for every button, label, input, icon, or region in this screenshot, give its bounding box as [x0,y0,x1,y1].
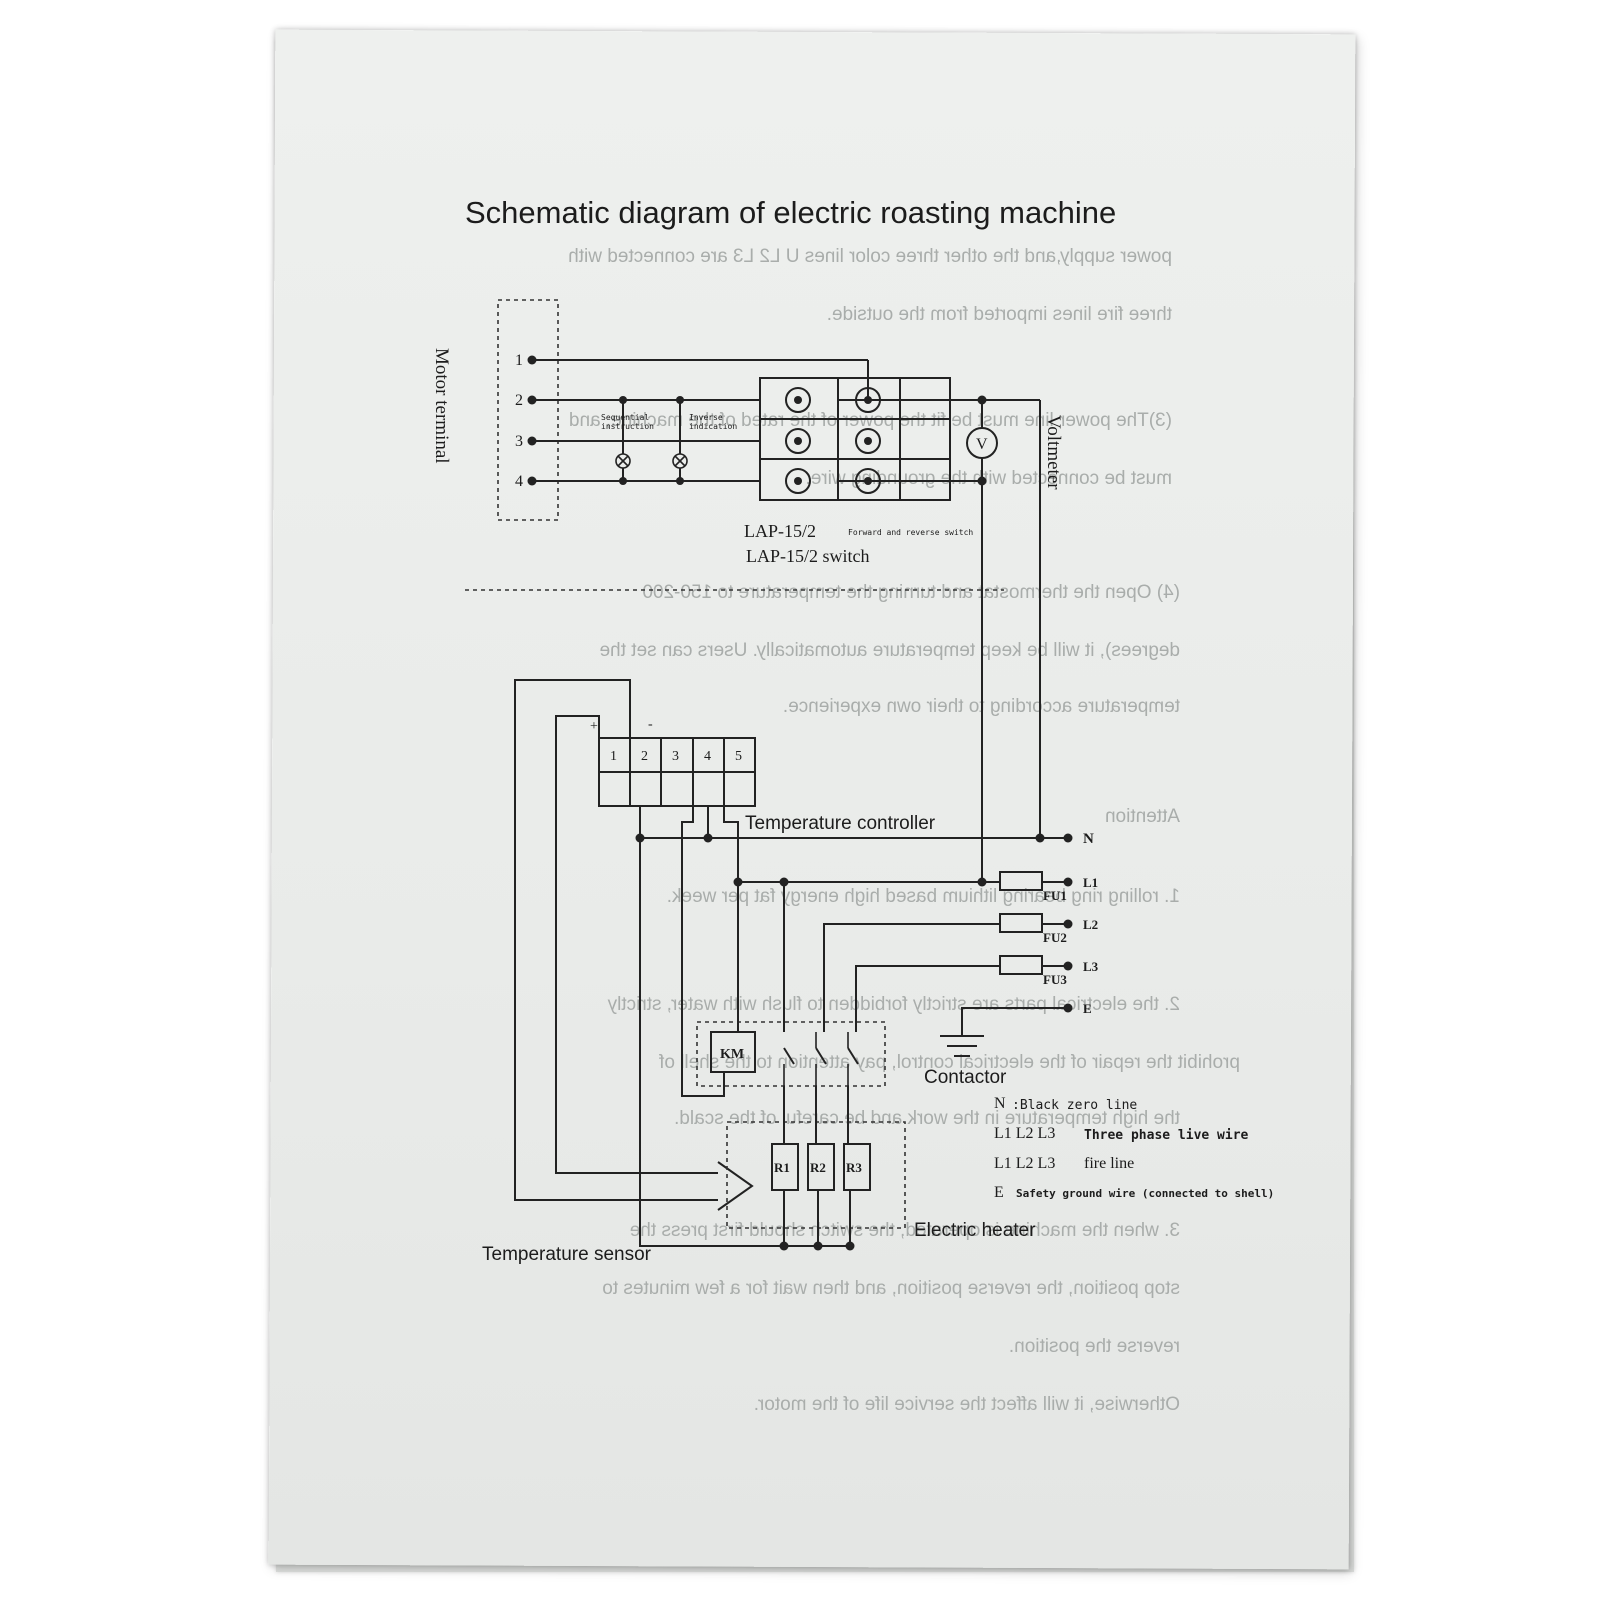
contactor-switch-icon [783,1032,859,1086]
ghost-line: 2. the electrical parts are strictly for… [607,994,1180,1015]
line-label-l2: L2 [1083,917,1098,932]
temperature-controller-label: Temperature controller [745,813,936,834]
legend-e-prefix: E [994,1184,1004,1201]
ghost-line: the high temperature in the work and be … [674,1108,1180,1129]
temperature-sensor-icon [717,1161,754,1211]
switch-contact-icon [855,428,881,454]
controller-terminal-number: 4 [704,749,711,764]
heater-r3-icon [843,1143,871,1191]
km-label: KM [720,1047,744,1062]
sequential-label-line: instruction [601,422,654,431]
line-label-e: E [1083,1001,1092,1016]
switch-label: LAP-15/2 switch [746,546,870,566]
ground-icon [940,1035,984,1057]
ghost-line: reverse the position. [1009,1336,1180,1357]
km-coil [710,1031,756,1073]
legend-n-prefix: N [994,1095,1006,1112]
fuse-label: FU1 [1043,888,1067,903]
legend-l-prefix: L1 L2 L3 [994,1125,1055,1142]
motor-terminal-number: 3 [515,433,523,450]
page-title: Schematic diagram of electric roasting m… [465,195,1116,230]
heater-r2-icon [807,1143,835,1191]
legend-fire-line-text: fire line [1084,1155,1134,1172]
legend-l-prefix: L1 L2 L3 [994,1155,1055,1172]
fuse-label: FU2 [1043,930,1067,945]
ghost-line: stop position, the reverse position, and… [602,1278,1180,1299]
legend-l-text: Three phase live wire [1084,1128,1249,1143]
reverse-label-line: Inverse [689,413,723,422]
heater-label: R2 [810,1160,826,1175]
ghost-line: must be connected with the grounding wir… [806,468,1173,489]
fuse-fu2-icon [999,913,1043,933]
ghost-line: (3)The power line must be fit the power … [569,410,1172,431]
voltmeter-symbol: V [976,436,988,453]
sequential-lamp-icon [615,453,631,469]
ghost-line: three fire lines imported from the outsi… [827,304,1172,325]
ghost-line: degrees), it will be keep temperature au… [600,640,1180,661]
ghost-line: Otherwise, it will affect the service li… [754,1394,1180,1415]
line-label-l3: L3 [1083,959,1099,974]
motor-terminal-number: 1 [515,352,523,369]
minus-sign: - [648,717,653,732]
switch-contact-icon [785,468,811,494]
motor-section: Motor terminal 1 2 3 4 [431,299,1064,882]
fuse-label: FU3 [1043,972,1067,987]
show-through-text: power supply,and the other three color l… [568,246,1240,1415]
reverse-lamp-icon [672,453,688,469]
controller-terminal-number: 1 [610,749,617,764]
sequential-label-line: Sequential [601,413,649,422]
ghost-line: power supply,and the other three color l… [568,246,1172,267]
line-label-l1: L1 [1083,875,1098,890]
motor-terminal-box [497,299,559,521]
electric-heater-label: Electric heater [914,1220,1036,1241]
temperature-sensor-label: Temperature sensor [482,1244,652,1265]
switch-contact-icon [785,428,811,454]
reverse-indication-label: Inverse indication [689,413,737,431]
voltmeter-icon: V [966,427,998,459]
fuse-fu3-icon [999,955,1043,975]
lap-switch-block [759,377,951,501]
motor-terminal-number: 2 [515,392,523,409]
ghost-line: 1. rolling ring bearing lithium based hi… [667,886,1180,907]
ghost-line: (4) Open the thermostat and turning the … [642,582,1180,603]
controller-section: 1 2 3 4 5 + - Temperature controller Tem… [482,679,1099,1265]
sequential-instruction-label: Sequential instruction [601,413,654,431]
fuse-fu1-icon [999,871,1043,891]
forward-reverse-note: Forward and reverse switch [848,528,973,537]
voltmeter-label: Voltmeter [1043,415,1064,490]
legend-e-text: Safety ground wire (connected to shell) [1016,1187,1274,1200]
ghost-line: prohibit the repair of the electrical co… [658,1052,1240,1073]
line-label-n: N [1083,831,1094,847]
ghost-line: Attention [1105,806,1180,827]
controller-terminal-number: 3 [672,749,679,764]
legend: N :Black zero line L1 L2 L3 Three phase … [994,1095,1274,1201]
temperature-controller-block: 1 2 3 4 5 [598,737,756,807]
contactor-label: Contactor [924,1067,1007,1088]
heater-label: R3 [846,1160,862,1175]
motor-terminal-label: Motor terminal [431,348,452,464]
switch-model-label: LAP-15/2 [744,521,816,541]
motor-terminal-number: 4 [515,473,523,490]
reverse-label-line: indication [689,422,737,431]
plus-sign: + [590,719,598,734]
ghost-line: 3. when the machine is operated, the swi… [630,1220,1180,1241]
controller-terminal-number: 5 [735,749,742,764]
heater-label: R1 [774,1160,790,1175]
legend-n-text: :Black zero line [1012,1098,1137,1113]
switch-contact-icon [785,387,811,413]
contactor-box [696,1021,886,1087]
controller-terminal-number: 2 [641,749,648,764]
